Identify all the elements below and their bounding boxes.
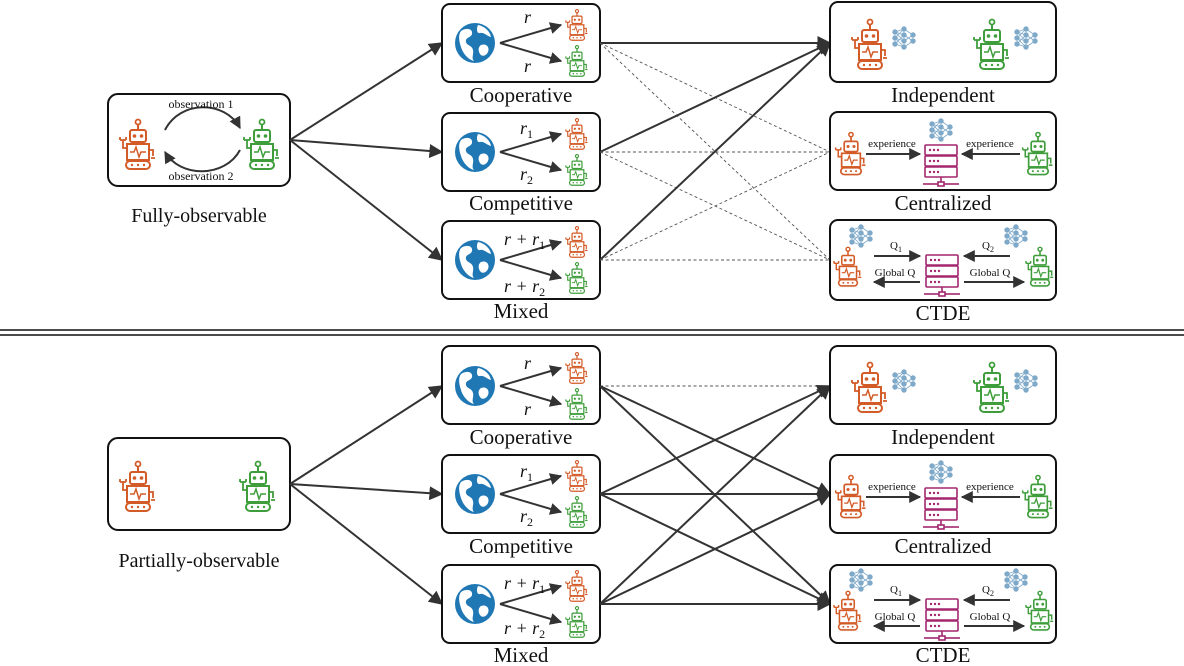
setting-mixed: r + r1 r + r2 Mixed [441,220,601,323]
reward-label: r2 [520,164,533,187]
setting-cooperative: r r Cooperative [441,345,601,449]
connector-arrow [599,385,832,495]
setting-competitive: r1 r2 Competitive [441,112,601,215]
connector-arrow [289,483,444,605]
setting-label: Mixed [494,299,549,323]
paradigm-label: Centralized [895,191,992,215]
reward-label: r1 [520,461,533,484]
observation-1-label: observation 1 [169,97,234,111]
global-q-label: Global Q [875,267,916,279]
experience-label: experience [868,138,916,150]
setting-mixed: r + r1 r + r2 Mixed [441,564,601,666]
paradigm-independent: Independent [829,1,1057,107]
setting-label: Cooperative [470,425,573,449]
global-q-label: Global Q [970,267,1011,279]
globe-icon [455,366,495,406]
reward-label: r [524,56,532,76]
experience-label: experience [966,138,1014,150]
q-label: Q1 [890,584,902,598]
observation-arrow [164,149,241,173]
q-label: Q2 [982,584,994,598]
reward-label: r + r1 [504,573,545,596]
paradigm-centralized: experience experience Centralized [829,111,1057,215]
connector-arrow [599,42,832,153]
setting-label: Mixed [494,643,549,666]
paradigm-independent: Independent [829,345,1057,449]
paradigm-label: Independent [891,425,995,449]
observability-label: Fully-observable [131,205,267,227]
connector-arrow [289,42,444,141]
observation-arrow [164,106,241,131]
reward-label: r + r2 [504,276,545,299]
observation-2-label: observation 2 [169,169,234,183]
reward-label: r [524,7,532,27]
connector-arrow [289,385,444,485]
setting-label: Competitive [469,191,573,215]
reward-label: r [524,399,532,419]
connector-arrow [599,42,832,261]
setting-cooperative: r r Cooperative [441,3,601,107]
reward-label: r + r1 [504,229,545,252]
paradigm-label: Independent [891,83,995,107]
experience-label: experience [966,481,1014,493]
setting-competitive: r1 r2 Competitive [441,454,601,558]
paradigm-label: Centralized [895,534,992,558]
setting-label: Cooperative [470,83,573,107]
global-q-label: Global Q [970,611,1011,623]
global-q-label: Global Q [875,611,916,623]
globe-icon [455,584,495,624]
globe-icon [455,23,495,63]
connector-arrow [599,493,832,605]
reward-label: r2 [520,506,533,529]
q-label: Q2 [982,240,994,254]
reward-label: r + r2 [504,618,545,641]
reward-label: r1 [520,118,533,141]
globe-icon [455,132,495,172]
q-label: Q1 [890,240,902,254]
reward-label: r [524,353,532,373]
observability-label: Partially-observable [118,550,279,572]
globe-icon [455,474,495,514]
globe-icon [455,240,495,280]
connector-arrow [599,385,832,605]
paradigm-label: CTDE [916,643,971,666]
top-panel: observation 1 observation 2 Fully-observ… [107,1,1057,325]
connector-arrow [289,139,444,261]
setting-label: Competitive [469,534,573,558]
bottom-panel: Partially-observable r r Cooperative r1 … [107,345,1057,666]
experience-label: experience [868,481,916,493]
paradigm-centralized: experience experience Centralized [829,454,1057,558]
dashed-connector [599,151,831,261]
connector-arrow [289,483,444,501]
connector-arrow [289,139,444,158]
paradigm-ctde: Q1 Q2 Global Q Global Q CTDE [829,564,1057,666]
paradigm-ctde: Q1 Q2 Global Q Global Q CTDE [829,219,1057,325]
paradigm-label: CTDE [916,301,971,325]
